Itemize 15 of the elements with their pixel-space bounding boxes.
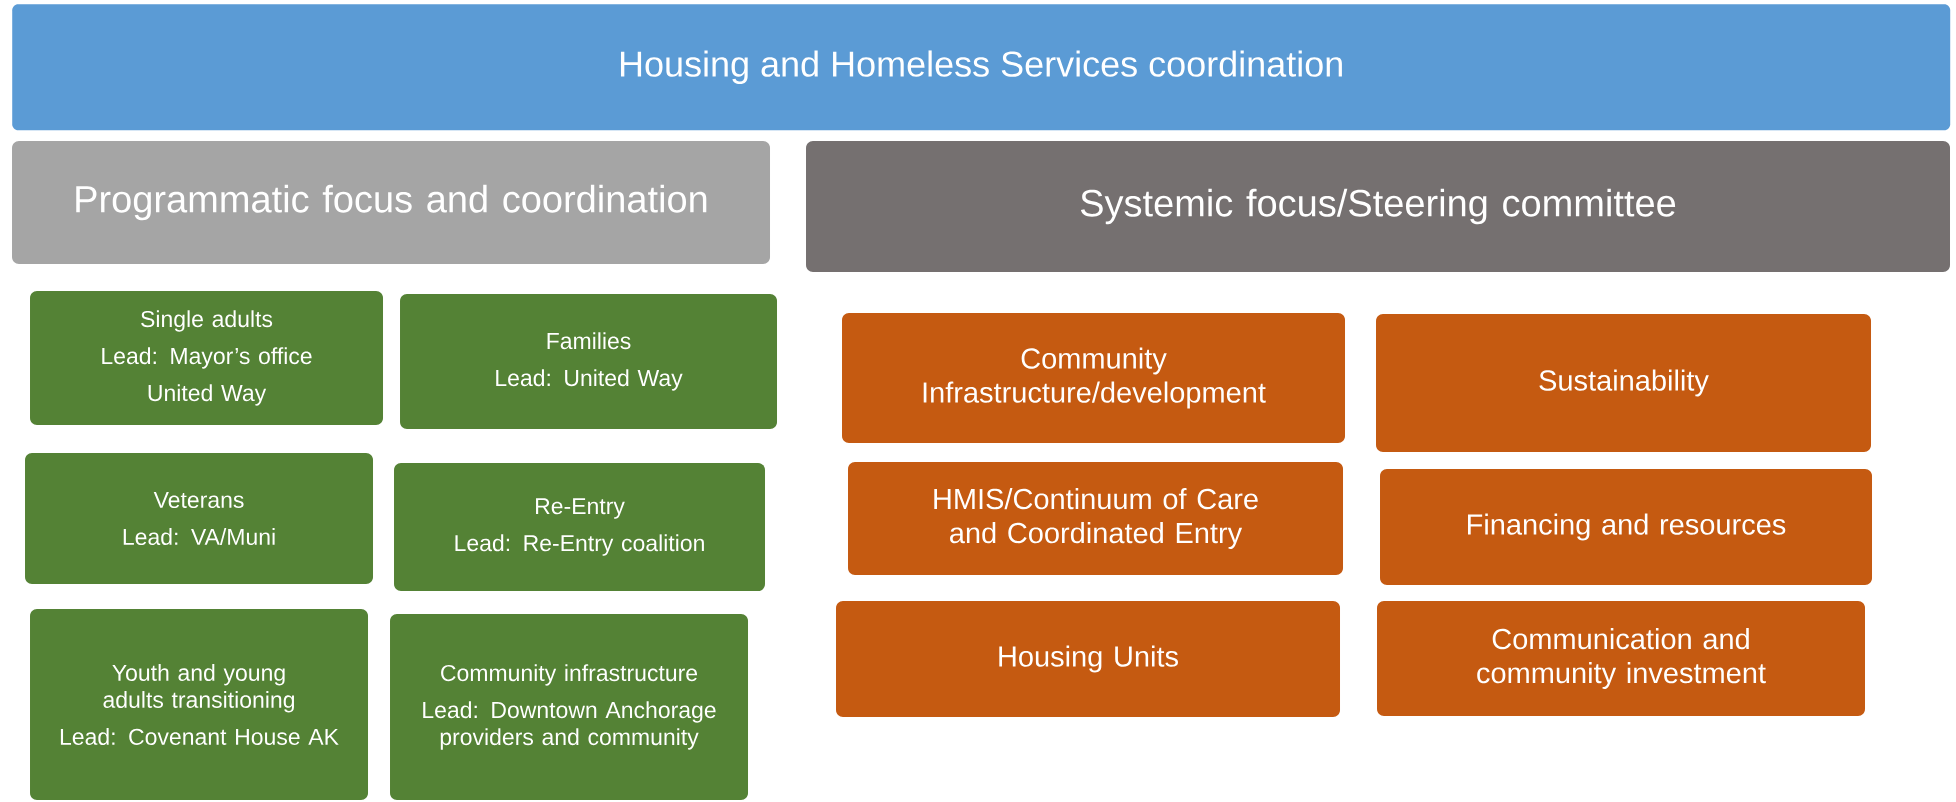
group-box: Families Lead: United Way (400, 294, 777, 429)
committee-box: Community Infrastructure/development (842, 313, 1345, 443)
group-box: Community infrastructure Lead: Downtown Anchorage providers and community (390, 614, 748, 800)
committee-box: Communication and community investment (1377, 601, 1865, 716)
committee-box: Housing Units (836, 601, 1340, 717)
group-box: Youth and young adults transitioning Lead: Covenant House AK (30, 609, 368, 800)
group-box: Single adults Lead: Mayor’s office United Way (30, 291, 383, 425)
committee-box: HMIS/Continuum of Care and Coordinated Entry (848, 462, 1343, 575)
section-header: Programmatic focus and coordination (12, 141, 770, 264)
section-header: Systemic focus/Steering committee (806, 141, 1950, 272)
group-box: Veterans Lead: VA/Muni (25, 453, 373, 584)
committee-box: Sustainability (1376, 314, 1871, 452)
title-banner: Housing and Homeless Services coordination (12, 4, 1951, 131)
group-box: Re-Entry Lead: Re-Entry coalition (394, 463, 765, 591)
committee-box: Financing and resources (1380, 469, 1872, 585)
